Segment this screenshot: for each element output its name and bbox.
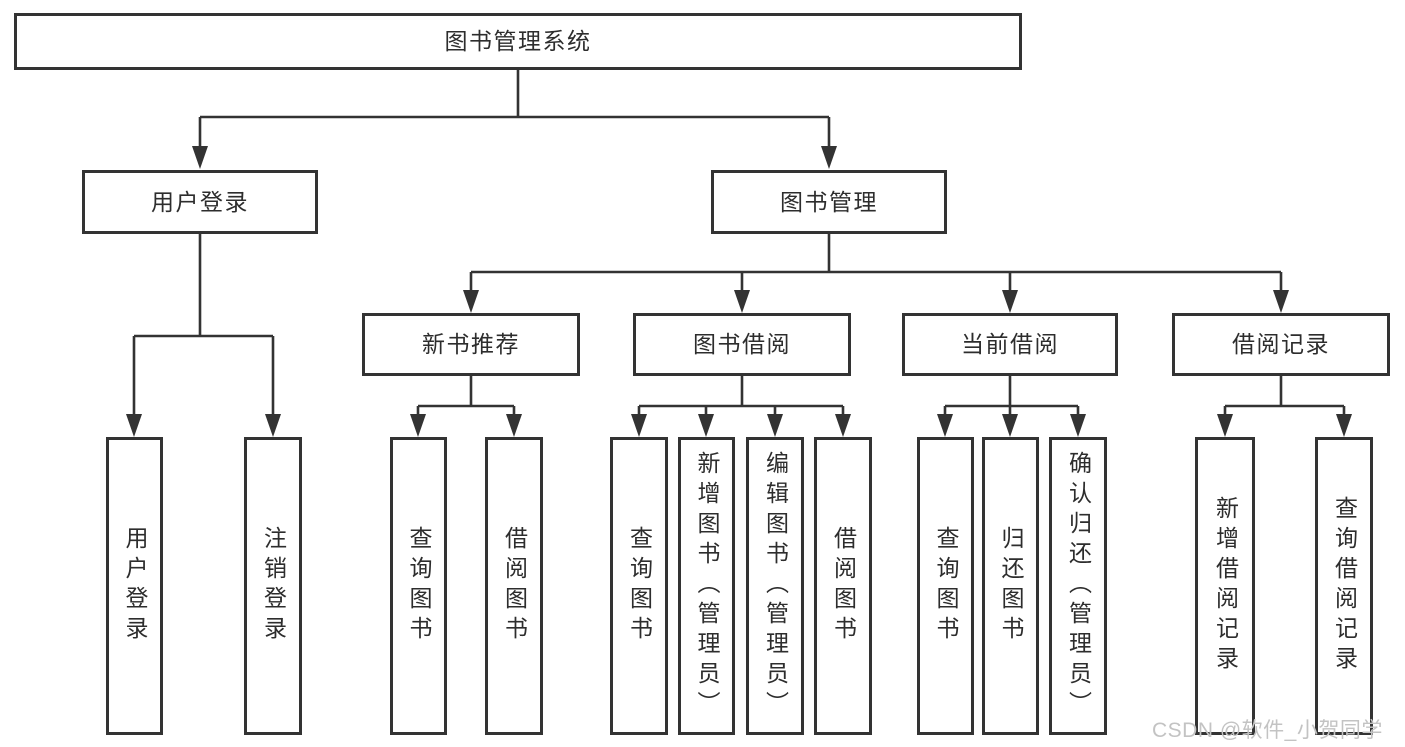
node-label: 当前借阅 [961,331,1059,357]
node-label: 借阅图书 [830,526,857,646]
leaf-br-add-record: 新增借阅记录 [1195,437,1255,735]
leaf-cb-return-book: 归还图书 [982,437,1039,735]
node-book-mgmt: 图书管理 [711,170,947,234]
leaf-bb-borrow-book: 借阅图书 [814,437,872,735]
node-book-borrow: 图书借阅 [633,313,851,376]
node-label: 查询借阅记录 [1331,496,1358,676]
leaf-rec-query-book: 查询图书 [390,437,447,735]
node-user-login: 用户登录 [82,170,318,234]
node-label: 新增借阅记录 [1212,496,1239,676]
watermark: CSDN @软件_小贺同学 [1152,719,1383,742]
node-label: 图书管理系统 [444,28,592,54]
connector-book-borrow-children [631,376,851,437]
leaf-rec-borrow-book: 借阅图书 [485,437,543,735]
connector-current-borrow-children [937,376,1086,437]
leaf-br-query-record: 查询借阅记录 [1315,437,1373,735]
node-label: 查询图书 [933,526,959,646]
connector-new-book-rec-children [410,376,522,437]
node-label: 新增图书（管理员） [694,451,720,721]
node-label: 图书借阅 [693,331,791,357]
node-label: 确认归还（管理员） [1065,451,1092,721]
node-label: 编辑图书（管理员） [762,451,789,721]
leaf-logout: 注销登录 [244,437,302,735]
node-current-borrow: 当前借阅 [902,313,1118,376]
node-label: 借阅图书 [501,526,528,646]
node-label: 查询图书 [626,526,653,646]
node-label: 归还图书 [998,526,1024,646]
connector-user-login-children [126,234,281,437]
node-label: 注销登录 [260,526,287,646]
connector-book-mgmt-children [463,234,1289,313]
node-label: 用户登录 [122,526,148,646]
connector-root-to-level2 [192,69,837,169]
leaf-cb-query-book: 查询图书 [917,437,974,735]
node-label: 图书管理 [780,188,878,215]
node-label: 查询图书 [406,526,432,646]
node-new-book-rec: 新书推荐 [362,313,580,376]
leaf-user-login: 用户登录 [106,437,163,735]
node-label: 新书推荐 [422,331,520,357]
leaf-bb-edit-book: 编辑图书（管理员） [746,437,804,735]
node-label: 用户登录 [151,188,249,215]
leaf-bb-add-book: 新增图书（管理员） [678,437,735,735]
leaf-cb-confirm-return: 确认归还（管理员） [1049,437,1107,735]
connector-borrow-records-children [1217,376,1352,437]
leaf-bb-query-book: 查询图书 [610,437,668,735]
node-root: 图书管理系统 [14,13,1022,70]
node-borrow-records: 借阅记录 [1172,313,1390,376]
node-label: 借阅记录 [1232,331,1330,357]
